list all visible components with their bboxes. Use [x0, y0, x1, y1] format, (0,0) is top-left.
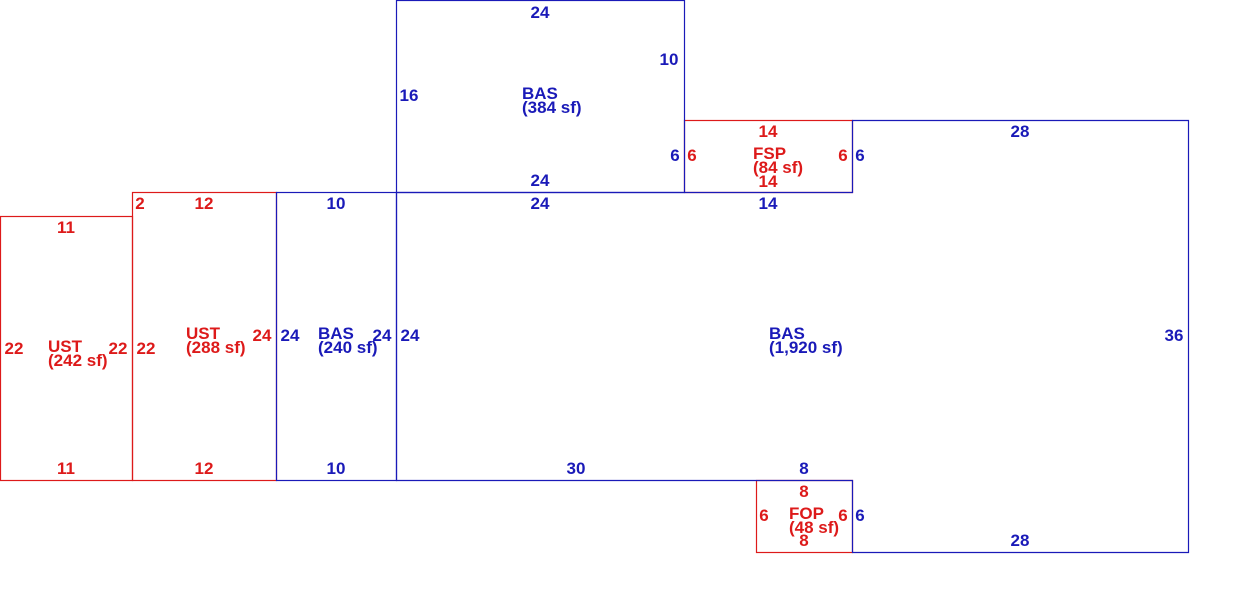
area-size-label: (1,920 sf) — [769, 338, 843, 357]
other-area-outlines — [0, 119, 854, 554]
dimension-label: 11 — [57, 459, 75, 478]
dimension-label: 6 — [838, 146, 847, 165]
dimension-label: 24 — [401, 326, 420, 345]
area-size-label: (240 sf) — [318, 338, 378, 357]
dimension-label: 24 — [531, 3, 550, 22]
area-type-label: UST — [186, 324, 221, 343]
other-dimension-labels: 14 6 6 14 8 6 6 8 2 12 22 24 12 11 22 22… — [5, 122, 848, 550]
dimension-label: 36 — [1165, 326, 1184, 345]
dimension-label: 14 — [759, 122, 778, 141]
area-size-label: (384 sf) — [522, 98, 582, 117]
dimension-label: 24 — [531, 194, 550, 213]
dimension-label: 22 — [109, 339, 128, 358]
dimension-label: 8 — [799, 531, 808, 550]
dimension-label: 6 — [670, 146, 679, 165]
dimension-label: 30 — [567, 459, 586, 478]
area-size-label: (288 sf) — [186, 338, 246, 357]
dimension-label: 12 — [195, 194, 214, 213]
dimension-label: 11 — [57, 218, 75, 237]
area-labels: BAS (384 sf) BAS (1,920 sf) BAS (240 sf)… — [48, 84, 843, 537]
dimension-label: 16 — [400, 86, 419, 105]
dimension-label: 28 — [1011, 122, 1030, 141]
area-size-label: (48 sf) — [789, 518, 839, 537]
dimension-label: 2 — [135, 194, 144, 213]
dimension-label: 6 — [759, 506, 768, 525]
dimension-label: 8 — [799, 459, 808, 478]
dimension-label: 14 — [759, 172, 778, 191]
area-type-label: UST — [48, 337, 83, 356]
dimension-label: 24 — [253, 326, 272, 345]
area-type-label: BAS — [769, 324, 805, 343]
dimension-label: 10 — [327, 459, 346, 478]
dimension-label: 22 — [137, 339, 156, 358]
area-type-label: BAS — [522, 84, 558, 103]
area-type-label: FSP — [753, 144, 786, 163]
area-type-label: FOP — [789, 504, 824, 523]
dimension-label: 10 — [660, 50, 679, 69]
area-size-label: (242 sf) — [48, 351, 108, 370]
dimension-label: 24 — [281, 326, 300, 345]
dimension-label: 6 — [687, 146, 696, 165]
dimension-label: 14 — [759, 194, 778, 213]
bas-main-outline — [395, 119, 1190, 554]
dimension-label: 6 — [838, 506, 847, 525]
dimension-label: 22 — [5, 339, 24, 358]
dimension-label: 28 — [1011, 531, 1030, 550]
dimension-label: 6 — [855, 146, 864, 165]
dimension-label: 6 — [855, 506, 864, 525]
dimension-label: 24 — [373, 326, 392, 345]
living-area-outlines — [275, 0, 1190, 554]
area-size-label: (84 sf) — [753, 158, 803, 177]
dimension-label: 10 — [327, 194, 346, 213]
dimension-label: 8 — [799, 482, 808, 501]
dimension-label: 12 — [195, 459, 214, 478]
living-dimension-labels: 24 16 10 6 24 24 14 28 6 36 24 30 8 6 28… — [281, 3, 1184, 550]
area-type-label: BAS — [318, 324, 354, 343]
dimension-label: 24 — [531, 171, 550, 190]
